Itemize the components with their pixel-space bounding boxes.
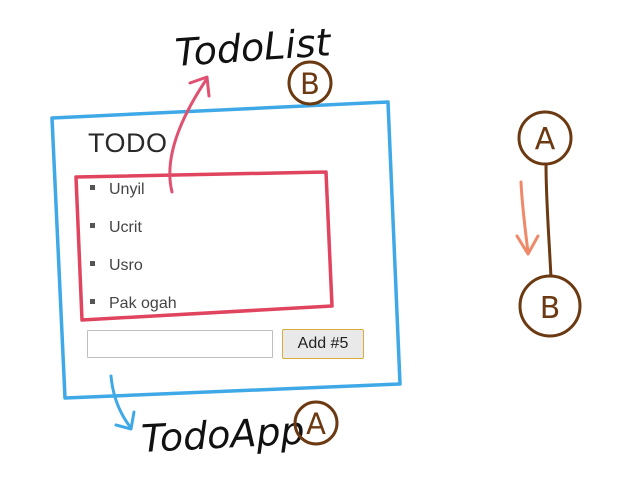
list-item: Unyil: [90, 176, 177, 214]
todo-app-label: TodoApp: [140, 408, 305, 460]
tree-direction-arrow: [515, 180, 540, 256]
add-todo-button[interactable]: Add #5: [282, 329, 364, 359]
svg-text:A: A: [306, 407, 326, 441]
svg-text:B: B: [540, 291, 561, 326]
list-item-label: Unyil: [109, 181, 145, 198]
app-title: TODO: [88, 128, 168, 158]
list-item-label: Pak ogah: [109, 295, 177, 312]
tree-edge: [544, 162, 553, 280]
todo-app-outline: [50, 100, 402, 400]
tree-node-b: B: [518, 274, 582, 338]
bullet-icon: [90, 223, 95, 229]
tree-node-a: A: [517, 110, 573, 166]
tree-diagram: A B: [515, 110, 582, 338]
todo-app-arrow: [109, 374, 136, 431]
list-item: Ucrit: [90, 214, 177, 252]
todo-list: Unyil Ucrit Usro Pak ogah: [90, 176, 177, 328]
list-item: Pak ogah: [90, 290, 177, 328]
todo-app-marker: A: [293, 400, 339, 446]
bullet-icon: [90, 185, 95, 191]
todo-list-arrow: [168, 75, 211, 194]
todo-list-marker: B: [287, 60, 333, 106]
list-item-label: Ucrit: [109, 219, 142, 236]
svg-text:B: B: [300, 67, 320, 101]
list-item: Usro: [90, 252, 177, 290]
new-todo-input[interactable]: [87, 330, 273, 358]
bullet-icon: [90, 299, 95, 305]
list-item-label: Usro: [109, 257, 143, 274]
svg-text:A: A: [535, 122, 556, 157]
todo-list-outline: [74, 170, 334, 322]
todo-list-label: TodoList: [174, 20, 334, 75]
bullet-icon: [90, 261, 95, 267]
